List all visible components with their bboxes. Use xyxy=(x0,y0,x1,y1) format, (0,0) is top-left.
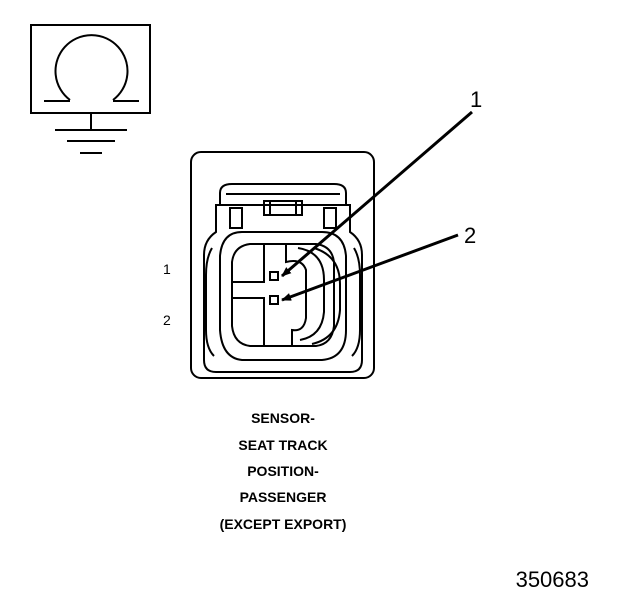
caption-line-2: SEAT TRACK xyxy=(238,437,327,453)
connector-housing xyxy=(190,151,375,379)
callout-1-label: 1 xyxy=(470,87,482,112)
pin-label-2: 2 xyxy=(163,312,171,328)
caption-line-4: PASSENGER xyxy=(240,489,327,505)
terminal-2 xyxy=(269,295,279,305)
callout-1-leader xyxy=(281,110,473,278)
figure-number: 350683 xyxy=(516,567,589,592)
terminal-1 xyxy=(269,271,279,281)
caption-line-1: SENSOR- xyxy=(251,410,315,426)
caption-line-3: POSITION- xyxy=(247,463,319,479)
component-caption: SENSOR- SEAT TRACK POSITION- PASSENGER (… xyxy=(220,410,347,532)
sensor-ground-symbol-icon xyxy=(30,24,151,154)
pin-label-1: 1 xyxy=(163,261,171,277)
callout-2-label: 2 xyxy=(464,223,476,248)
callout-2-leader xyxy=(281,233,459,302)
caption-line-5: (EXCEPT EXPORT) xyxy=(220,516,347,532)
